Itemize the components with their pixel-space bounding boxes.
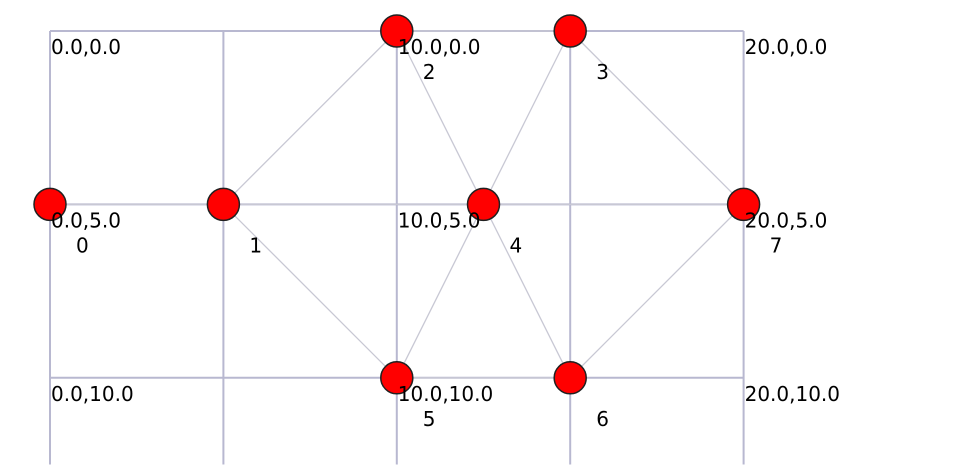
node-id-label: 3 <box>596 60 609 84</box>
grid-coordinate-label: 20.0,5.0 <box>745 208 828 232</box>
node-id-label: 2 <box>423 60 436 84</box>
grid-coordinate-label: 10.0,0.0 <box>398 35 481 59</box>
edge-6-7 <box>569 203 745 379</box>
edge-4-5 <box>396 204 485 379</box>
node-3[interactable] <box>553 14 587 48</box>
node-6[interactable] <box>553 361 587 395</box>
node-4[interactable] <box>466 187 501 222</box>
grid-coordinate-label: 0.0,5.0 <box>51 208 121 232</box>
graph-nodes <box>33 14 761 395</box>
grid-coordinate-label: 0.0,0.0 <box>51 35 121 59</box>
node-1[interactable] <box>206 187 241 222</box>
node-0[interactable] <box>33 187 67 222</box>
node-id-label: 4 <box>510 233 523 257</box>
grid-coordinate-label: 20.0,0.0 <box>745 35 828 59</box>
node-id-label: 0 <box>76 233 89 257</box>
edge-1-2 <box>222 30 398 205</box>
node-id-labels: 0 1 2 3 4 5 6 7 <box>76 60 782 431</box>
grid-coordinate-label: 10.0,5.0 <box>398 208 481 232</box>
edge-3-4 <box>482 30 571 205</box>
grid-coordinate-label: 20.0,10.0 <box>745 382 840 406</box>
grid-coordinate-label: 10.0,10.0 <box>398 382 493 406</box>
node-5[interactable] <box>380 361 414 395</box>
edge-4-6 <box>482 204 571 379</box>
node-id-label: 1 <box>249 233 262 257</box>
edge-1-5 <box>222 203 398 379</box>
node-7[interactable] <box>726 187 761 222</box>
node-id-label: 7 <box>770 233 783 257</box>
edge-2-4 <box>396 30 485 205</box>
grid-coordinate-label: 0.0,10.0 <box>51 382 134 406</box>
graph-edges <box>50 30 745 379</box>
node-2[interactable] <box>380 14 414 48</box>
edge-3-7 <box>569 30 745 205</box>
node-id-label: 6 <box>596 407 609 431</box>
node-id-label: 5 <box>423 407 436 431</box>
